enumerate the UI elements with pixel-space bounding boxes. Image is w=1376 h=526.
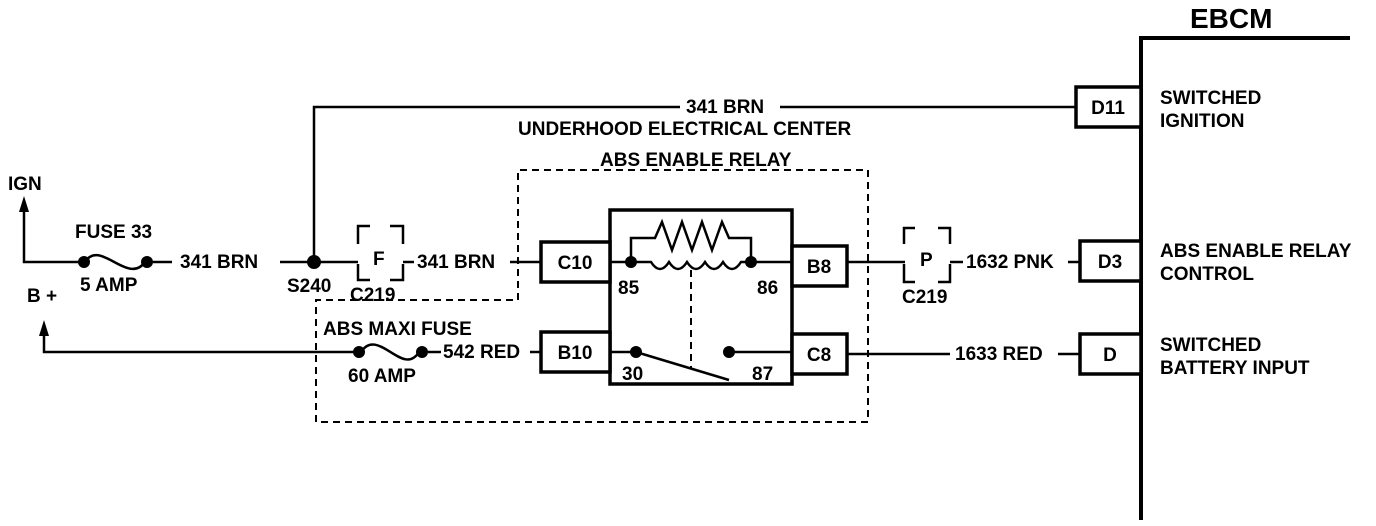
pin-86-label: 86 (757, 278, 778, 299)
ebcm-pin-d: D SWITCHED BATTERY INPUT (1078, 332, 1310, 379)
ign-arrow-icon (19, 196, 29, 212)
splice-s240-label: S240 (287, 276, 331, 297)
pin-d11-label: D11 (1091, 98, 1125, 119)
maxi-fuse-rating: 60 AMP (348, 366, 416, 387)
terminal-c8: C8 (807, 345, 831, 366)
ebcm-pin-d11: D11 SWITCHED IGNITION (1074, 85, 1261, 132)
c219-right-label: C219 (902, 287, 947, 308)
switch-blade (635, 350, 730, 382)
wire-542-label: 542 RED (443, 342, 520, 363)
pin-d-desc-line2: BATTERY INPUT (1160, 358, 1310, 379)
pin-85-label: 85 (618, 278, 640, 299)
fuse33-symbol (83, 253, 147, 271)
ebcm-title: EBCM (1190, 3, 1272, 34)
maxi-fuse-symbol (359, 343, 421, 361)
c219-left-label: C219 (350, 285, 395, 306)
coil-symbol (631, 259, 751, 271)
pin-30-label: 30 (622, 364, 643, 385)
abs-enable-relay: 85 86 30 87 C10 B8 B10 C8 (539, 208, 849, 386)
cavity-p-label: P (920, 250, 933, 271)
ign-label: IGN (8, 174, 42, 195)
battery-circuit: B + ABS MAXI FUSE 60 AMP 542 RED (27, 286, 541, 387)
ign-circuit: IGN FUSE 33 5 AMP 341 BRN (8, 174, 358, 296)
battery-input-circuit: 1633 RED (847, 344, 1080, 365)
terminal-b10: B10 (558, 343, 593, 364)
wire-341-mid-label: 341 BRN (417, 252, 495, 273)
wire-1633-label: 1633 RED (955, 344, 1043, 365)
terminal-c10: C10 (558, 253, 593, 274)
connector-c219-f: F C219 341 BRN (350, 224, 541, 306)
pin-d3-desc-line1: ABS ENABLE RELAY (1160, 241, 1352, 262)
uec-label: UNDERHOOD ELECTRICAL CENTER (518, 119, 851, 140)
splice-s240: S240 341 BRN (287, 97, 1076, 297)
wire-341-left-label: 341 BRN (180, 252, 258, 273)
relay-control-circuit: P C219 1632 PNK (847, 226, 1080, 308)
pin-d3-label: D3 (1098, 252, 1122, 273)
fuse33-rating: 5 AMP (80, 275, 138, 296)
terminal-b8: B8 (807, 257, 831, 278)
ebcm-pin-d3: D3 ABS ENABLE RELAY CONTROL (1078, 239, 1352, 285)
underhood-electrical-center: UNDERHOOD ELECTRICAL CENTER ABS ENABLE R… (315, 119, 869, 423)
pin-d-label: D (1103, 345, 1117, 366)
relay-title: ABS ENABLE RELAY (600, 150, 792, 171)
pin-87-label: 87 (752, 364, 773, 385)
pin-d-desc-line1: SWITCHED (1160, 335, 1261, 356)
fuse33-name: FUSE 33 (75, 222, 152, 243)
pin-d11-desc-line2: IGNITION (1160, 111, 1244, 132)
bplus-label: B + (27, 286, 57, 307)
bplus-arrow-icon (39, 320, 49, 336)
wire-341-top-label: 341 BRN (686, 97, 764, 118)
pin-d3-desc-line2: CONTROL (1160, 264, 1254, 285)
resistor-symbol (629, 218, 753, 262)
pin-d11-desc-line1: SWITCHED (1160, 88, 1261, 109)
maxi-fuse-name: ABS MAXI FUSE (323, 319, 472, 340)
cavity-f-label: F (373, 249, 385, 270)
wire-1632-label: 1632 PNK (966, 252, 1054, 273)
